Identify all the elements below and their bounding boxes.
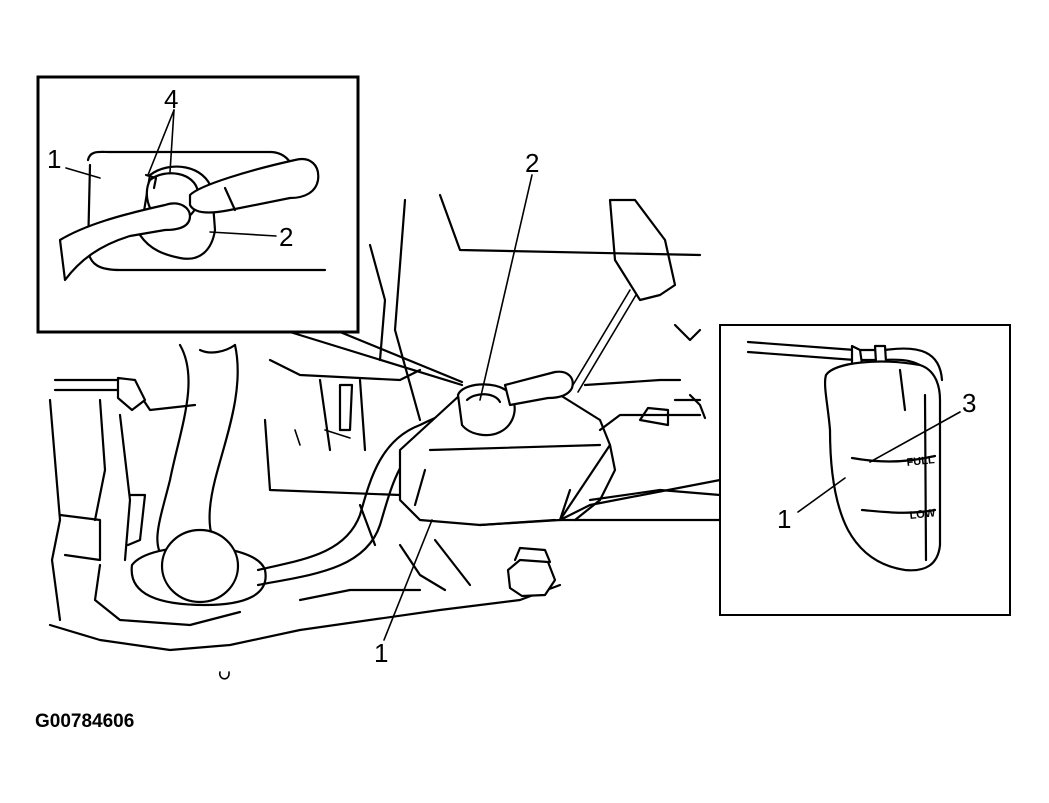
callout-inset-cap: 2	[279, 222, 293, 252]
callout-main-cap: 2	[525, 148, 539, 178]
callout-main-reservoir: 1	[374, 638, 388, 668]
low-line	[860, 508, 937, 514]
inset-cap-detail	[36, 75, 464, 387]
callout-inset-arrows: 4	[164, 84, 178, 114]
engine-bay-illustration	[48, 193, 722, 680]
full-mark-label: FULL	[906, 454, 935, 469]
figure-id: G00784606	[35, 711, 134, 732]
callout-level-marks: 3	[962, 388, 976, 418]
full-line	[850, 454, 937, 463]
low-mark-label: LOW	[909, 507, 936, 522]
callout-leaders	[65, 109, 961, 641]
callout-inset-reservoir: 1	[47, 144, 61, 174]
inset-level-detail: FULL LOW	[558, 324, 1011, 616]
callout-right-reservoir: 1	[777, 504, 791, 534]
callout-labels: 1 4 2 2 1 3 1	[47, 84, 976, 668]
